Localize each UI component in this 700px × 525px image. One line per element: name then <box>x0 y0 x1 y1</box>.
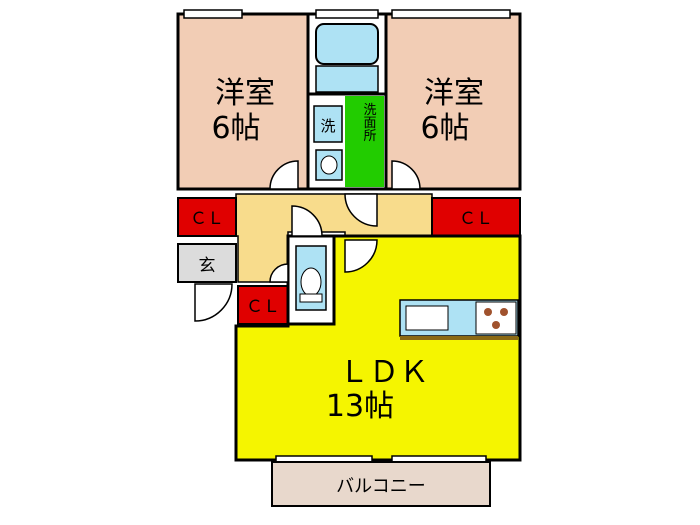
window-right-bedroom <box>391 9 511 19</box>
toilet-bowl <box>300 267 322 297</box>
closet-small-label: ＣＬ <box>246 297 280 317</box>
kitchen-sink <box>405 305 449 331</box>
toilet-tank <box>299 293 323 303</box>
counter-edge <box>400 336 518 340</box>
bedroom-left-size: 6帖 <box>211 111 260 146</box>
bathroom-floor <box>315 65 379 93</box>
window-bathroom <box>315 9 379 19</box>
closet-right-label: ＣＬ <box>459 209 493 229</box>
bedroom-left-name: 洋室 <box>215 76 275 111</box>
closet-left-label: ＣＬ <box>190 209 224 229</box>
washer-label: 洗 <box>320 117 335 135</box>
door-swing-washroom <box>344 193 378 227</box>
entrance-label: 玄 <box>199 256 216 276</box>
washer-box <box>313 105 343 143</box>
burner-3 <box>492 321 500 329</box>
sink-basin <box>320 155 338 175</box>
closet-left <box>177 197 237 237</box>
bedroom-left-room <box>176 12 310 191</box>
bathtub <box>315 23 379 65</box>
entrance <box>177 243 237 283</box>
door-swing-hall <box>269 263 289 283</box>
door-swing-ldk <box>344 239 378 273</box>
ldk-room <box>234 234 522 462</box>
washroom-label: 洗面所 <box>361 103 377 142</box>
balcony <box>271 461 491 507</box>
burner-1 <box>484 308 492 316</box>
stove <box>475 301 517 335</box>
washroom-floor <box>345 96 384 187</box>
door-swing-left-bedroom <box>269 160 299 190</box>
burner-2 <box>500 308 508 316</box>
window-left-bedroom <box>183 9 243 19</box>
bedroom-right-size: 6帖 <box>420 111 469 146</box>
ldk-name: ＬＤＫ <box>339 355 429 390</box>
door-swing-right-bedroom <box>391 160 421 190</box>
door-swing-toilet <box>291 205 323 237</box>
bedroom-right-name: 洋室 <box>424 76 484 111</box>
closet-right <box>431 197 521 237</box>
bedroom-right-room <box>384 12 522 191</box>
ldk-size: 13帖 <box>326 389 394 424</box>
balcony-label: バルコニー <box>336 476 426 497</box>
door-swing-entrance <box>194 283 233 322</box>
